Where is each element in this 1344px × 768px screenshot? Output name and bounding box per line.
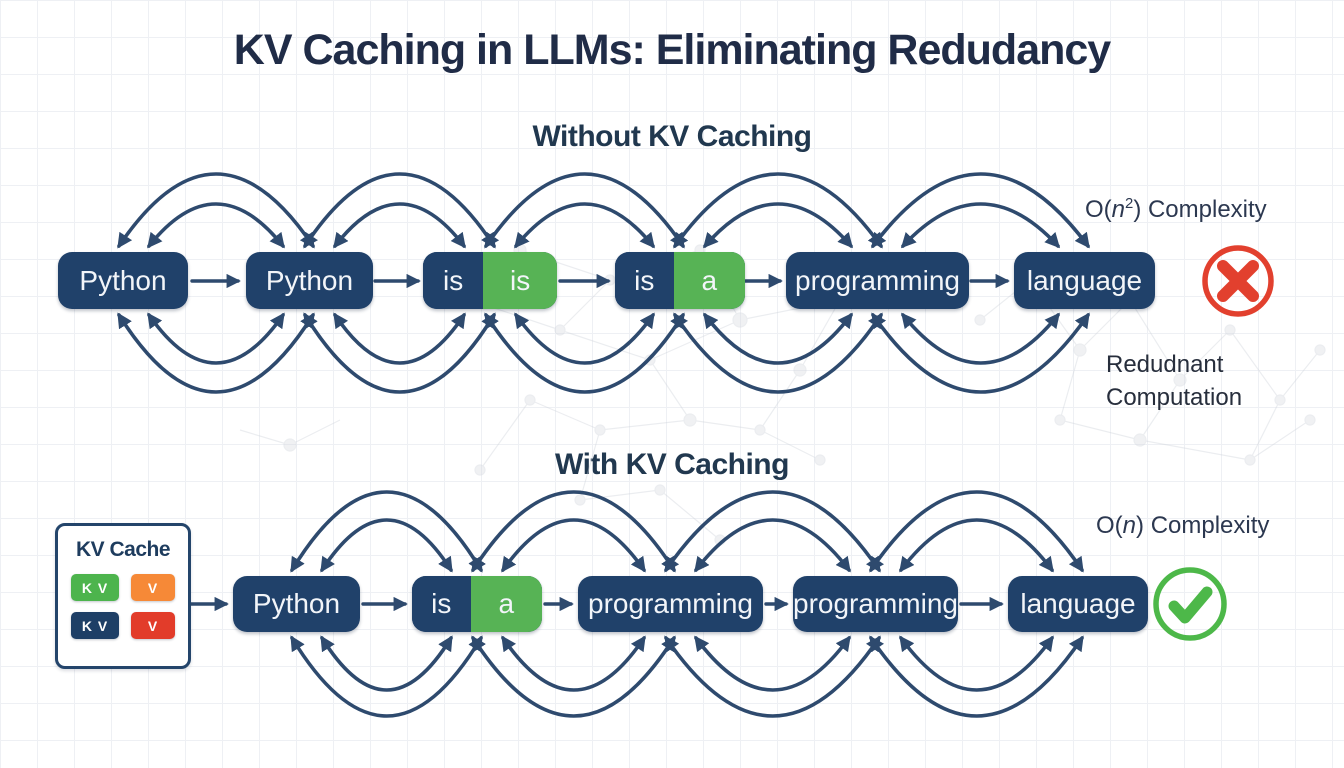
- kv-cache-box: KV Cache K V V K V V: [55, 523, 191, 669]
- token-label: programming: [795, 264, 960, 296]
- error-x-icon: [1202, 245, 1274, 317]
- token-label: language: [1026, 264, 1143, 296]
- token-half-new: a: [673, 252, 745, 309]
- attention-arcs-with-bottom: [290, 635, 1084, 718]
- without-kv-caching-heading: Without KV Caching: [532, 120, 812, 153]
- token-programming: programming: [786, 252, 969, 309]
- kv-cache-title: KV Cache: [75, 538, 171, 561]
- token-label: programming: [793, 588, 958, 619]
- token-half-new: a: [470, 576, 542, 632]
- token-language: language: [1008, 576, 1148, 632]
- redundant-computation-note: Redudnant Computation: [1106, 351, 1243, 411]
- token-half-new: is: [483, 252, 557, 309]
- page-title: KV Caching in LLMs: Eliminating Redudanc…: [233, 26, 1111, 74]
- token-python-1: Python: [58, 252, 188, 309]
- token-label: language: [1020, 588, 1136, 619]
- token-label: Python: [265, 264, 354, 296]
- token-label: Python: [79, 264, 167, 296]
- token-is-a: is a: [412, 576, 542, 632]
- token-python: Python: [233, 576, 360, 632]
- token-language: language: [1014, 252, 1155, 309]
- token-python-2: Python: [246, 252, 373, 309]
- token-label: programming: [588, 588, 753, 619]
- token-programming-1: programming: [578, 576, 763, 632]
- with-kv-caching-heading: With KV Caching: [555, 448, 789, 481]
- attention-arcs-without-top: [117, 172, 1090, 249]
- token-label: Python: [252, 588, 341, 619]
- token-half-cached: is: [423, 252, 484, 309]
- attention-arcs-with-top: [290, 490, 1084, 573]
- v-chip-red: V: [131, 612, 175, 639]
- token-is-a: is a: [615, 252, 745, 309]
- token-half-cached: is: [412, 576, 471, 632]
- token-half-cached: is: [615, 252, 674, 309]
- token-programming-2: programming: [793, 576, 958, 632]
- kv-chip-green: K V: [71, 574, 119, 601]
- token-is-is: is is: [423, 252, 557, 309]
- success-check-icon: [1153, 567, 1227, 641]
- attention-arcs-without-bottom: [117, 312, 1090, 394]
- kv-chip-navy: K V: [71, 612, 119, 639]
- v-chip-orange: V: [131, 574, 175, 601]
- complexity-label-quadratic: O(n2) Complexity: [1085, 196, 1267, 223]
- complexity-label-linear: O(n) Complexity: [1096, 512, 1270, 539]
- kv-chip-grid: K V V K V V: [71, 574, 175, 639]
